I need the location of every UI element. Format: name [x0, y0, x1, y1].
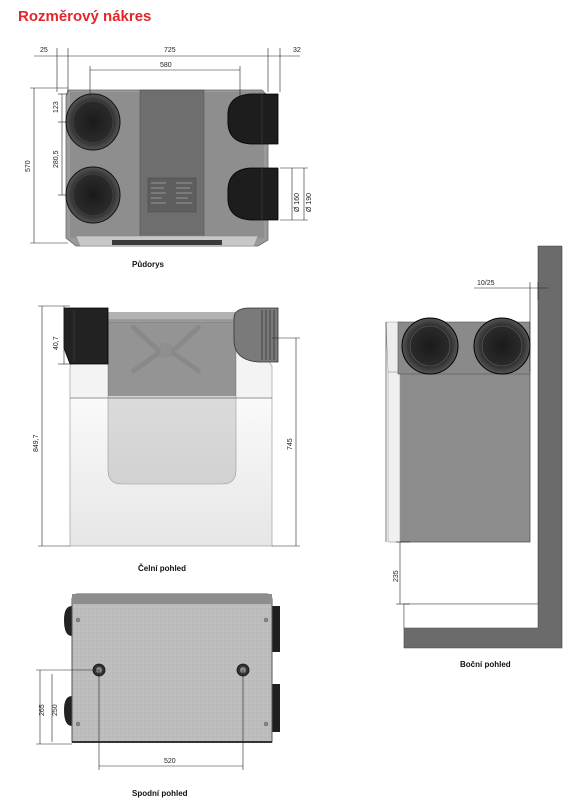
dim-top-right-offset: 32 [293, 47, 301, 54]
caption-front-view: Čelní pohled [138, 564, 186, 573]
side-front-cover [387, 371, 401, 543]
dim-side-floor-gap: 235 [393, 570, 400, 582]
caption-side-view: Boční pohled [460, 660, 511, 669]
dim-top-port-spacing: 280,5 [53, 150, 60, 168]
front-left-duct [63, 307, 109, 365]
dim-front-port-height: 40,7 [53, 336, 60, 350]
front-lower-body [69, 397, 273, 547]
dim-top-left-offset: 25 [40, 47, 48, 54]
duct-top-right [227, 93, 279, 145]
top-view: 25 725 32 580 570 123 280,5 Ø 160 Ø 190 … [25, 47, 313, 269]
dim-front-total-height: 849,7 [33, 434, 40, 452]
front-right-duct [233, 307, 279, 363]
dim-bottom-h1: 265 [39, 704, 46, 716]
dim-top-inner-width: 580 [160, 62, 172, 69]
duct-bottom-left [65, 166, 121, 224]
rating-plate [147, 177, 197, 213]
dim-side-wall-gap: 10/25 [477, 280, 495, 287]
dim-bottom-h2: 250 [52, 704, 59, 716]
duct-bottom-right [227, 167, 279, 221]
side-unit-body [397, 371, 531, 543]
caption-bottom-view: Spodní pohled [132, 789, 188, 798]
front-window [107, 321, 237, 485]
duct-top-left [65, 93, 121, 151]
side-view: 10/25 235 Boční pohled [385, 245, 563, 669]
dim-top-port-upper: 123 [53, 101, 60, 113]
dim-duct-dia-small: Ø 160 [294, 193, 301, 212]
dim-top-height: 570 [25, 160, 32, 172]
top-center-panel [139, 89, 205, 243]
dim-front-body-height: 745 [287, 438, 294, 450]
dim-top-width: 725 [164, 47, 176, 54]
page-title: Rozměrový nákres [18, 8, 152, 25]
caption-top-view: Půdorys [132, 260, 165, 269]
front-view: 849,7 40,7 745 Čelní pohled [33, 305, 300, 573]
dim-bottom-hole-spacing: 520 [164, 758, 176, 765]
bottom-view: 520 265 250 Spodní pohled [36, 593, 280, 798]
dim-duct-dia-large: Ø 190 [306, 193, 313, 212]
